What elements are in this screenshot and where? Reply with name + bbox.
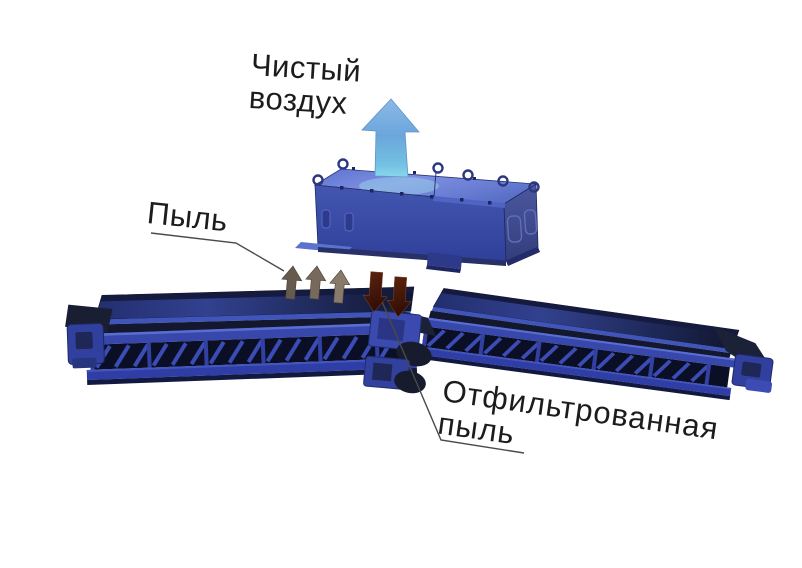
conveyor-guard-flange	[94, 311, 411, 325]
truss-lattice	[426, 329, 710, 383]
dust-arrow-1	[281, 265, 303, 300]
truss-lattice	[94, 334, 397, 369]
truss-post	[203, 340, 209, 366]
filtered-dust-arrow-2	[386, 276, 412, 318]
clean-air-arrow	[361, 98, 420, 178]
dust-leader-line	[150, 232, 285, 272]
filter-unit	[295, 158, 540, 273]
conveyor-belt	[92, 316, 410, 334]
left-conveyor	[65, 286, 418, 385]
conveyor-bottom-chord	[416, 346, 732, 397]
conveyor-top-chord	[87, 321, 416, 345]
truss-post	[478, 333, 486, 355]
lifting-eyes	[312, 158, 540, 193]
conveyor-guard-flange	[431, 306, 733, 354]
truss-post	[260, 338, 266, 364]
side-access-panel-1	[506, 215, 523, 243]
filtered-dust-arrow-1	[362, 271, 388, 313]
conveyor-guard-top-band	[441, 288, 739, 335]
right-conveyor	[416, 288, 774, 401]
filter-dust-spout	[427, 252, 462, 269]
truss-post	[704, 364, 712, 385]
truss-post	[591, 348, 599, 370]
filter-bottom-foot-right	[506, 247, 540, 266]
truss-post	[534, 341, 542, 363]
filter-section-seam	[433, 171, 437, 198]
dust-arrows	[281, 265, 351, 304]
dust-arrow-3	[329, 269, 351, 304]
truss-post	[647, 356, 655, 378]
clean-air-label-line2: воздух	[247, 79, 349, 121]
conveyor-truss-bg	[89, 333, 413, 370]
side-access-panel-2	[523, 209, 538, 235]
clean-air-label: Чистый воздух	[247, 47, 362, 121]
front-handle-1	[321, 209, 331, 229]
conveyor-belt	[428, 310, 731, 361]
air-inlet-glow	[359, 177, 439, 195]
filtered-dust-arrows	[362, 271, 412, 318]
filtered-dust-leader-line	[379, 296, 525, 454]
dust-arrow-2	[305, 265, 327, 300]
filter-section-ledge	[433, 196, 505, 208]
hardware-dots	[340, 167, 492, 205]
conveyor-bottom-chord	[86, 357, 417, 380]
front-handle-2	[344, 212, 354, 232]
conveyor-top-chord	[422, 317, 736, 368]
truss-post	[317, 336, 323, 362]
truss-post	[146, 342, 152, 368]
